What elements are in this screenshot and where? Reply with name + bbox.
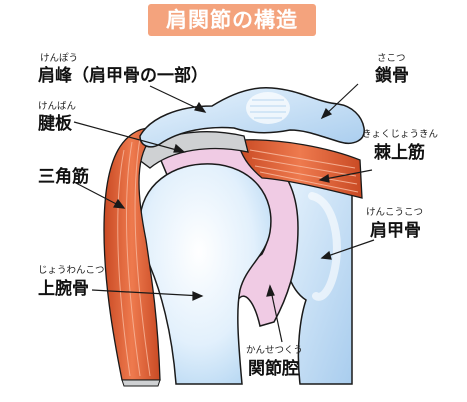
furigana: じょうわんこつ [38, 265, 105, 276]
furigana: けんばん [38, 101, 77, 112]
label-text: 関節腔 [248, 359, 299, 379]
label-text: 棘上筋 [374, 143, 425, 163]
furigana: さこつ [377, 53, 406, 64]
leader-tendon [73, 121, 185, 153]
label-text: 肩峰（肩甲骨の一部） [38, 66, 208, 86]
label-text: 腱板 [38, 114, 72, 134]
furigana: かんせつくう [246, 345, 303, 356]
supraspinatus-muscle [237, 139, 363, 199]
furigana: きょくじょうきん [362, 129, 439, 140]
label-text: 肩甲骨 [370, 221, 421, 241]
leader-humerus [91, 289, 203, 297]
label-text: 上腕骨 [38, 279, 89, 299]
page-title: 肩関節の構造 [148, 4, 316, 36]
furigana: けんこうこつ [366, 207, 424, 218]
label-text: 鎖骨 [375, 66, 409, 86]
leader-scapula [321, 239, 375, 259]
furigana: けんぽう [40, 53, 79, 64]
humerus-bone [139, 163, 272, 385]
label-text: 三角筋 [38, 167, 89, 187]
